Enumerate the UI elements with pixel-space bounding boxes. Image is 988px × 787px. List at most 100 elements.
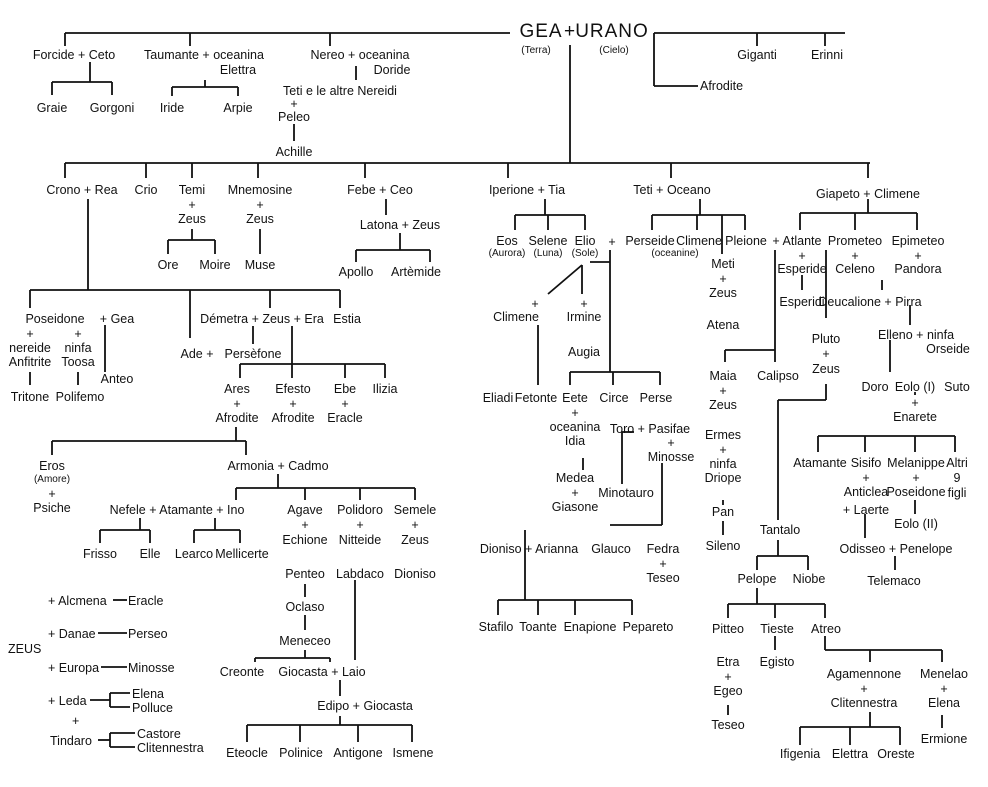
atlante-plus: + (798, 249, 806, 263)
demetra-zeus-era-node: Démetra + Zeus + Era (200, 312, 324, 326)
persefone-node: Persèfone (224, 347, 282, 361)
minosse-pasifae-node: Minosse (647, 450, 695, 464)
suto-node: Suto (944, 380, 970, 394)
eolo-1-node: Eolo (I) (894, 380, 936, 394)
zeus-main-node: ZEUS (8, 642, 42, 656)
poseidone-plus2: + (74, 327, 82, 341)
menelao-node: Menelao (920, 667, 968, 681)
minosse-zeus-node: Minosse (128, 661, 175, 675)
ermione-node: Ermione (920, 732, 968, 746)
taumante-node: Taumante + oceanina (144, 48, 264, 62)
medea-plus: + (571, 486, 579, 500)
afrodite-ares-node: Afrodite (215, 411, 259, 425)
europa-node: + Europa (48, 661, 100, 675)
iperione-tia-node: Iperione + Tia (488, 183, 566, 197)
armonia-cadmo-node: Armonia + Cadmo (227, 459, 329, 473)
mnem-plus: + (256, 198, 264, 212)
elena-zeus-node: Elena (132, 687, 164, 701)
achille-node: Achille (275, 145, 313, 159)
ares-node: Ares (224, 382, 250, 396)
dioniso-arianna-node: Dioniso + Arianna (479, 542, 579, 556)
elleno-ninfa-node: Elleno + ninfa (877, 328, 955, 342)
maia-node: Maia (709, 369, 737, 383)
afrodite-urano-node: Afrodite (700, 79, 744, 93)
cielo-label: (Cielo) (599, 45, 629, 56)
forcide-ceto-node: Forcide + Ceto (32, 48, 116, 62)
ilizia-node: Ilizia (372, 382, 398, 396)
mnem-zeus-node: Zeus (246, 212, 274, 226)
atlante-node: Atlante (782, 234, 822, 248)
poseidone-gea: + Gea (99, 312, 135, 326)
poseidone-plus1: + (26, 327, 34, 341)
eracle-zeus-node: Eracle (128, 594, 164, 608)
peleo-node: Peleo (278, 110, 310, 124)
anfitrite-node: Anfitrite (8, 355, 52, 369)
epimeteo-node: Epimeteo (891, 234, 945, 248)
poseidone-melanippe-node: Poseidone (886, 485, 946, 499)
figli-label: figli (947, 486, 967, 500)
nereo-node: Nereo + oceanina (310, 48, 410, 62)
giganti-node: Giganti (737, 48, 777, 62)
eros-node: Eros (39, 459, 65, 473)
etra-node: Etra (716, 655, 740, 669)
ebe-node: Ebe (333, 382, 357, 396)
egisto-node: Egisto (759, 655, 795, 669)
artemide-node: Artèmide (390, 265, 442, 279)
stafilo-node: Stafilo (478, 620, 514, 634)
pandora-node: Pandora (894, 262, 942, 276)
eracle-ebe-node: Eracle (327, 411, 363, 425)
semele-zeus-node: Zeus (401, 533, 429, 547)
elettra-oceanina-node: Elettra (219, 63, 257, 77)
teseo-egeo-node: Teseo (711, 718, 745, 732)
pluto-zeus-node: Zeus (812, 362, 840, 376)
irmine-node: Irmine (566, 310, 602, 324)
fetonte-node: Fetonte (514, 391, 558, 405)
sisifo-node: Sisifo (850, 456, 882, 470)
elio-node: Elio (574, 234, 596, 248)
gea-label: GEA (519, 21, 563, 42)
elio-plus3: + (608, 235, 616, 249)
alcmena-node: + Alcmena (48, 594, 107, 608)
nitteide-node: Nitteide (338, 533, 382, 547)
sileno-node: Sileno (705, 539, 741, 553)
agave-node: Agave (287, 503, 323, 517)
anteo-node: Anteo (100, 372, 134, 386)
oceanina-idia-node: oceanina (549, 420, 601, 434)
polidoro-plus: + (356, 518, 364, 532)
polinice-node: Polinice (279, 746, 323, 760)
ebe-plus: + (341, 397, 349, 411)
penteo-node: Penteo (285, 567, 325, 581)
esperidi-node: Esperidi (779, 295, 825, 309)
orseide-node: Orseide (926, 342, 970, 356)
temi-zeus-node: Zeus (178, 212, 206, 226)
climene-oceanina-node: Climene (676, 234, 722, 248)
elena-menelao-node: Elena (928, 696, 960, 710)
epimeteo-plus: + (914, 249, 922, 263)
ninfa-node: ninfa (64, 341, 92, 355)
egeo-node: Egeo (713, 684, 743, 698)
melanippe-plus: + (912, 471, 920, 485)
ore-node: Ore (157, 258, 179, 272)
minotauro-node: Minotauro (598, 486, 654, 500)
febe-ceo-node: Febe + Ceo (347, 183, 413, 197)
atreo-node: Atreo (811, 622, 841, 636)
climene-elio-node: Climene (493, 310, 539, 324)
esperide-node: Esperide (777, 262, 827, 276)
melanippe-node: Melanippe (887, 456, 945, 470)
pluto-plus: + (822, 347, 830, 361)
iride-node: Iride (159, 101, 185, 115)
echione-node: Echione (282, 533, 328, 547)
pitteo-node: Pitteo (712, 622, 744, 636)
polluce-node: Polluce (132, 701, 173, 715)
pepareto-node: Pepareto (622, 620, 674, 634)
elettra-agam-node: Elettra (831, 747, 869, 761)
giapeto-climene-node: Giapeto + Climene (816, 187, 920, 201)
nefele-atamante-ino-node: Nefele + Atamante + Ino (109, 503, 245, 517)
frisso-node: Frisso (82, 547, 118, 561)
selene-node: Selene (528, 234, 568, 248)
menelao-plus: + (940, 682, 948, 696)
teti-nereidi-node: Teti e le altre Nereidi (283, 84, 397, 98)
pan-node: Pan (711, 505, 735, 519)
driope-node: Driope (704, 471, 742, 485)
